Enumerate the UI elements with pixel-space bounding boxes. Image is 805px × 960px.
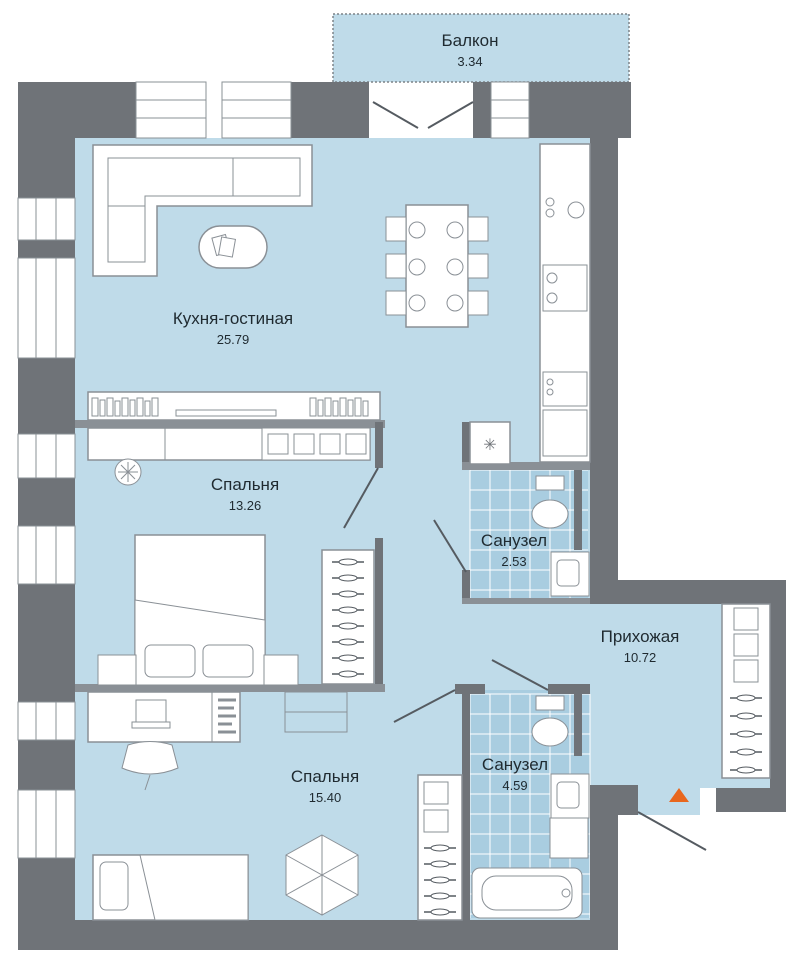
walls (18, 82, 786, 950)
sofa (92, 144, 313, 277)
dining-plates (408, 221, 464, 312)
wall-bath1-inner (574, 470, 582, 550)
wall-bath2-top-left (455, 684, 485, 694)
laptop-icon (135, 699, 167, 723)
bookshelf-right (309, 397, 369, 417)
wall-bath1-bottom (462, 598, 590, 604)
wall-bath2-left (462, 694, 470, 920)
wall-left-5 (18, 584, 75, 702)
bathroom1-area: 2.53 (501, 554, 526, 569)
bedroom2-door (393, 689, 456, 723)
dining-chairs (385, 216, 489, 316)
window-top-3 (490, 81, 530, 139)
bedroom1-wardrobe (321, 549, 375, 685)
wall-bath1-top (462, 462, 590, 470)
wall-top-mid (291, 82, 369, 138)
entrance-triangle-icon (669, 788, 689, 802)
windows (17, 81, 530, 859)
balcony-door-left (372, 101, 419, 129)
wall-left-4 (18, 478, 75, 526)
balcony-area: 3.34 (457, 54, 482, 69)
wardrobe-hangers (730, 694, 762, 774)
window-left-6 (17, 789, 76, 859)
wall-bath2-top-right (548, 684, 590, 694)
window-top-2 (221, 81, 292, 139)
kitchen-living-name: Кухня-гостиная (173, 309, 293, 328)
wall-top-balcony-right (473, 82, 491, 138)
balcony-name: Балкон (441, 31, 498, 50)
bedroom1-door (343, 467, 379, 529)
wall-right-upper (590, 138, 618, 588)
kitchen-living-furniture: ✳ (87, 143, 591, 465)
window-left-3 (17, 433, 76, 479)
bathroom1-door (433, 519, 467, 573)
wall-bottom (18, 920, 618, 950)
wall-top-left (18, 82, 136, 138)
bedroom2-pillow (99, 861, 129, 911)
wall-bath1-top-left (462, 422, 470, 470)
wall-bedroom1-bedroom2 (75, 684, 385, 692)
hallway-area: 10.72 (624, 650, 657, 665)
bedroom1-name: Спальня (211, 475, 279, 494)
bedroom1-area: 13.26 (229, 498, 262, 513)
room-labels: Балкон 3.34 Кухня-гостиная 25.79 Спальня… (173, 31, 680, 805)
desk-chair (121, 741, 179, 775)
bedroom1-pillow-2 (202, 644, 254, 678)
bedroom2-area: 15.40 (309, 790, 342, 805)
bathroom2-door (491, 659, 549, 691)
hallway-name: Прихожая (601, 627, 680, 646)
wardrobe-hangers (332, 558, 364, 678)
wall-top-right (529, 82, 631, 138)
wall-entrance-left (590, 785, 638, 815)
wall-left-3 (18, 358, 75, 434)
entrance-door (637, 811, 707, 851)
wall-right-bottom-left (590, 815, 618, 920)
window-left-4 (17, 525, 76, 585)
bedroom1-pillow-1 (144, 644, 196, 678)
balcony-floor (333, 14, 629, 82)
dishwasher (542, 409, 588, 457)
doors (343, 101, 707, 851)
wall-bath2-inner (574, 694, 582, 756)
bedroom1-nightstand-left (97, 654, 137, 686)
wall-bedroom1-right (375, 538, 383, 692)
wall-left-1 (18, 138, 75, 198)
wardrobe-hangers (424, 844, 456, 916)
bathroom-fixtures (471, 475, 590, 919)
window-top-1 (135, 81, 207, 139)
bedroom1-furniture (87, 427, 375, 686)
fridge (469, 421, 511, 465)
kitchen-living-area: 25.79 (217, 332, 250, 347)
bedroom2-furniture (87, 691, 463, 921)
washing-machine (549, 817, 589, 859)
hallway-furniture (721, 603, 771, 779)
window-left-2 (17, 257, 76, 359)
toilet-1 (531, 499, 569, 529)
cooktop (542, 264, 588, 312)
wall-right-bottom (716, 788, 786, 812)
bedroom1-nightstand-right (263, 654, 299, 686)
tv (175, 409, 277, 417)
window-left-5 (17, 701, 76, 741)
wall-left-2 (18, 240, 75, 258)
bathroom2-name: Санузел (482, 755, 548, 774)
toilet-2 (531, 717, 569, 747)
bookshelf-left (91, 397, 159, 417)
bedroom2-name: Спальня (291, 767, 359, 786)
wall-right-lower (770, 580, 786, 812)
wall-bath1-left-bottom (462, 570, 470, 604)
wall-kitchen-bedroom (75, 420, 385, 428)
snowflake-icon: ✳ (483, 437, 496, 454)
balcony-door-right (427, 101, 474, 129)
wall-right-step (590, 580, 786, 604)
kitchen-sink (567, 201, 585, 219)
wall-left-6 (18, 740, 75, 790)
bathroom2-area: 4.59 (502, 778, 527, 793)
bathroom1-name: Санузел (481, 531, 547, 550)
wall-bedroom1-right-top (375, 422, 383, 468)
window-left-1 (17, 197, 76, 241)
apartment-floor (75, 138, 770, 920)
